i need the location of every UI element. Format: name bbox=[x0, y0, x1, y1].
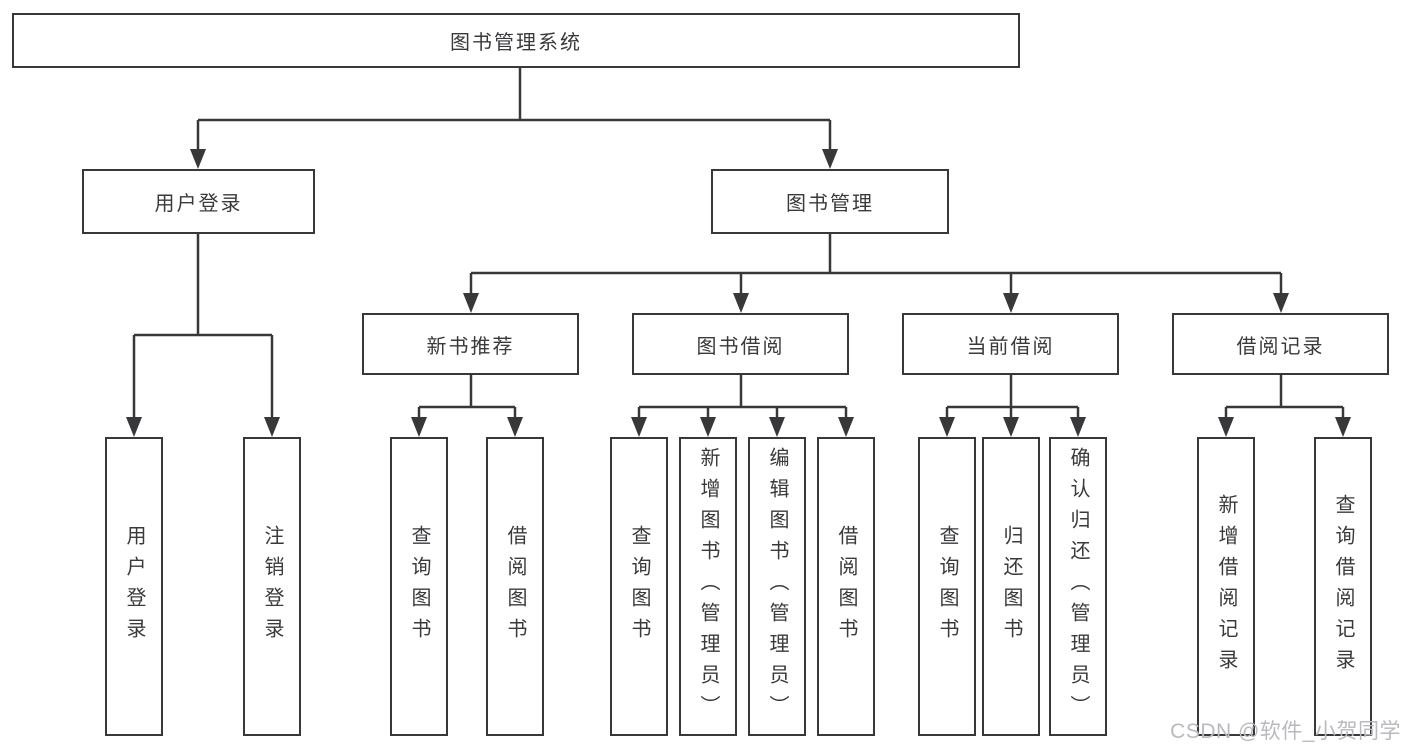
leaf-label: 查询图书 bbox=[408, 524, 430, 649]
leaf-add-borrow-record: 新增借阅记录 bbox=[1197, 437, 1255, 736]
leaf-query-books-current: 查询图书 bbox=[918, 437, 976, 736]
leaf-label: 新增借阅记录 bbox=[1215, 493, 1237, 680]
node-label: 新书推荐 bbox=[426, 335, 515, 358]
arrowhead-icon bbox=[264, 417, 280, 437]
node-root-system: 图书管理系统 bbox=[12, 13, 1020, 68]
arrowhead-icon bbox=[1003, 417, 1019, 437]
arrowhead-icon bbox=[126, 417, 142, 437]
node-label: 图书管理 bbox=[786, 193, 874, 215]
leaf-label: 查询借阅记录 bbox=[1332, 493, 1354, 680]
arrowhead-icon bbox=[1218, 417, 1234, 437]
connector-new-books-to-leaves bbox=[411, 375, 523, 437]
node-label: 图书借阅 bbox=[696, 335, 785, 358]
arrowhead-icon bbox=[822, 149, 838, 169]
arrowhead-icon bbox=[411, 417, 427, 437]
connector-borrow-records-to-leaves bbox=[1218, 375, 1351, 437]
leaf-label: 查询图书 bbox=[936, 524, 958, 649]
connector-book-borrow-to-leaves bbox=[631, 375, 854, 437]
arrowhead-icon bbox=[631, 417, 647, 437]
arrowhead-icon bbox=[507, 417, 523, 437]
leaf-query-books-borrowing: 查询图书 bbox=[610, 437, 668, 736]
connector-user-login-to-leaves bbox=[126, 234, 280, 437]
node-book-management: 图书管理 bbox=[711, 169, 949, 234]
arrowhead-icon bbox=[939, 417, 955, 437]
arrowhead-icon bbox=[190, 149, 206, 169]
leaf-label: 注销登录 bbox=[261, 524, 283, 649]
arrowhead-icon bbox=[1003, 293, 1019, 313]
node-borrowing-records: 借阅记录 bbox=[1172, 313, 1389, 375]
csdn-watermark: CSDN @软件_小贺同学 bbox=[1170, 720, 1401, 743]
leaf-label: 借阅图书 bbox=[504, 524, 526, 649]
leaf-query-borrow-record: 查询借阅记录 bbox=[1314, 437, 1372, 736]
leaf-borrow-books-recommend: 借阅图书 bbox=[486, 437, 544, 736]
arrowhead-icon bbox=[1070, 417, 1086, 437]
node-book-borrowing: 图书借阅 bbox=[632, 313, 849, 375]
arrowhead-icon bbox=[769, 417, 785, 437]
arrowhead-icon bbox=[838, 417, 854, 437]
arrowhead-icon bbox=[463, 293, 479, 313]
node-user-login: 用户登录 bbox=[82, 169, 315, 234]
connector-current-borrow-to-leaves bbox=[939, 375, 1086, 437]
leaf-query-books-recommend: 查询图书 bbox=[390, 437, 448, 736]
leaf-borrow-books-borrowing: 借阅图书 bbox=[817, 437, 875, 736]
arrowhead-icon bbox=[733, 293, 749, 313]
node-new-book-recommend: 新书推荐 bbox=[362, 313, 579, 375]
leaf-return-books: 归还图书 bbox=[982, 437, 1040, 736]
connector-root-to-level2 bbox=[190, 68, 838, 169]
leaf-add-books-admin: 新增图书（管理员） bbox=[679, 437, 737, 736]
node-current-borrowing: 当前借阅 bbox=[902, 313, 1119, 375]
connector-book-mgmt-to-level3 bbox=[463, 234, 1289, 313]
leaf-label: 确认归还（管理员） bbox=[1067, 447, 1089, 726]
leaf-label: 查询图书 bbox=[628, 524, 650, 649]
leaf-edit-books-admin: 编辑图书（管理员） bbox=[748, 437, 806, 736]
leaf-confirm-return-admin: 确认归还（管理员） bbox=[1049, 437, 1107, 736]
arrowhead-icon bbox=[1273, 293, 1289, 313]
arrowhead-icon bbox=[1335, 417, 1351, 437]
node-label: 用户登录 bbox=[154, 193, 243, 215]
node-label: 借阅记录 bbox=[1236, 335, 1325, 358]
node-label: 当前借阅 bbox=[966, 335, 1055, 358]
leaf-label: 新增图书（管理员） bbox=[697, 447, 719, 726]
leaf-label: 用户登录 bbox=[123, 524, 145, 649]
node-label: 图书管理系统 bbox=[450, 32, 582, 54]
leaf-logout: 注销登录 bbox=[243, 437, 301, 736]
leaf-label: 借阅图书 bbox=[835, 524, 857, 649]
leaf-label: 编辑图书（管理员） bbox=[766, 447, 788, 726]
arrowhead-icon bbox=[700, 417, 716, 437]
leaf-label: 归还图书 bbox=[1000, 524, 1022, 649]
leaf-user-login: 用户登录 bbox=[105, 437, 163, 736]
